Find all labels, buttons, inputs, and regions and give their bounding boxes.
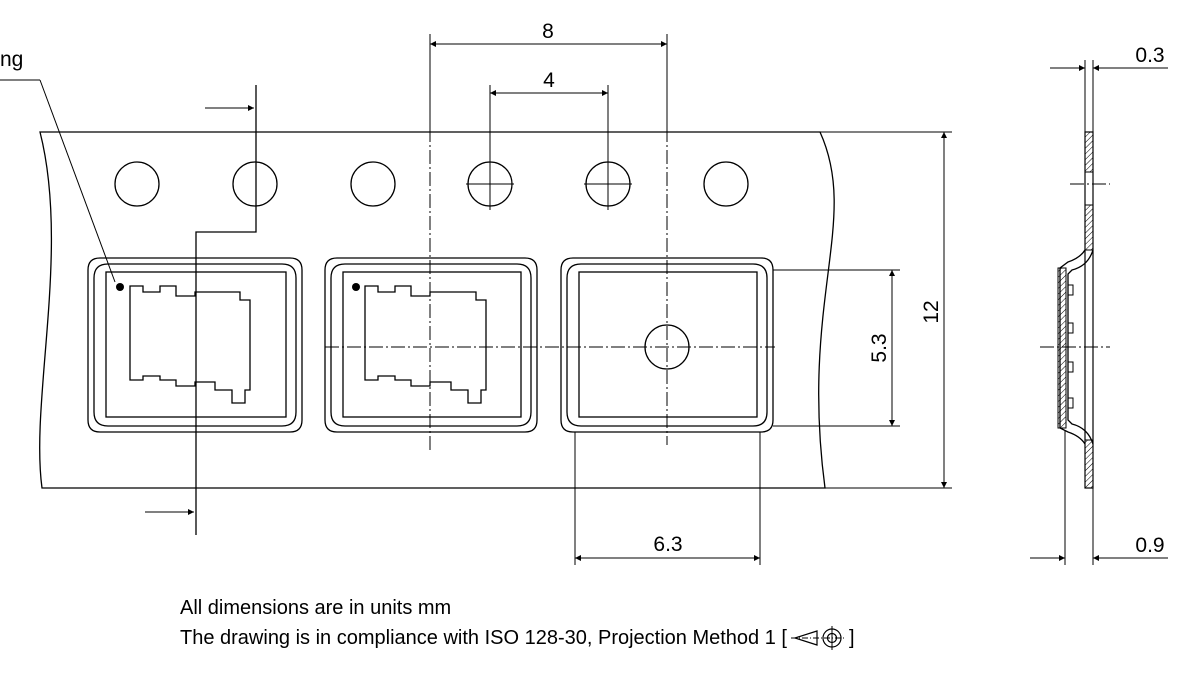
first-angle-projection-icon xyxy=(790,626,845,650)
pin1-marking-dot xyxy=(352,283,360,291)
dim-5-3-label: 5.3 xyxy=(868,333,891,362)
pocket-2 xyxy=(324,257,538,433)
dimension-8: 8 xyxy=(429,20,668,130)
center-lines xyxy=(325,40,775,450)
sprocket-holes xyxy=(114,160,749,210)
dim-0-9-label: 0.9 xyxy=(1135,534,1164,557)
marking-label: ng xyxy=(0,48,23,71)
sprocket-hole xyxy=(232,161,278,207)
section-cut xyxy=(145,85,257,535)
dimension-0-3: 0.3 xyxy=(1050,44,1168,132)
dim-8-label: 8 xyxy=(542,20,554,43)
dim-12-label: 12 xyxy=(920,300,943,323)
compliance-note: The drawing is in compliance with ISO 12… xyxy=(180,626,855,650)
dimension-12: 12 xyxy=(820,131,952,489)
dimension-6-3: 6.3 xyxy=(574,432,761,565)
side-section-view xyxy=(1040,131,1110,489)
compliance-text-end: ] xyxy=(848,626,855,649)
sprocket-hole xyxy=(703,161,749,207)
units-note: All dimensions are in units mm xyxy=(180,597,452,619)
dim-4-label: 4 xyxy=(543,69,555,92)
dimension-4: 4 xyxy=(489,69,609,162)
marking-leader: ng xyxy=(0,48,116,283)
dimension-5-3: 5.3 xyxy=(773,269,900,427)
compliance-text: The drawing is in compliance with ISO 12… xyxy=(180,626,787,649)
dim-0-3-label: 0.3 xyxy=(1135,44,1164,67)
sprocket-hole xyxy=(350,161,396,207)
dimension-0-9: 0.9 xyxy=(1030,430,1168,565)
pocket-1 xyxy=(87,257,303,433)
sprocket-hole xyxy=(114,161,160,207)
pin1-marking-dot xyxy=(116,283,124,291)
dim-6-3-label: 6.3 xyxy=(653,533,682,556)
